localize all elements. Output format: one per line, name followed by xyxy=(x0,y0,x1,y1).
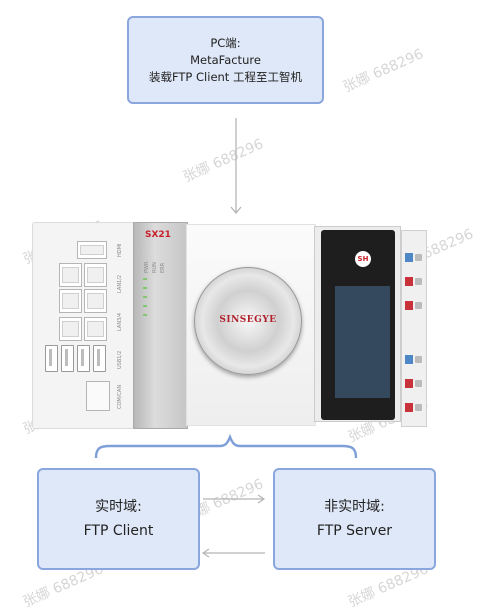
usb-port xyxy=(93,345,106,372)
lan-port xyxy=(59,289,82,313)
led-label: ERR xyxy=(160,262,166,273)
led-label: RUN xyxy=(152,262,158,273)
brand-logo-icon: SH xyxy=(355,251,371,267)
port-label: COM/CAN xyxy=(117,384,123,409)
model-label: SX21 xyxy=(145,230,171,240)
nonrealtime-domain-title: 非实时域: xyxy=(324,499,385,515)
pc-box-line3: 装载FTP Client 工程至工智机 xyxy=(149,69,302,84)
terminal-hole xyxy=(415,254,422,261)
terminal-block xyxy=(401,230,427,427)
ftp-server-label: FTP Server xyxy=(316,523,393,539)
lan-port xyxy=(59,317,82,341)
usb-port xyxy=(45,345,58,372)
status-led xyxy=(143,287,147,289)
usb-port xyxy=(61,345,74,372)
terminal-marker xyxy=(405,253,413,262)
terminal-hole xyxy=(415,380,422,387)
terminal-hole xyxy=(415,278,422,285)
pc-box-line1: PC端: xyxy=(210,35,241,50)
bracket xyxy=(94,433,358,459)
hdmi-port xyxy=(77,241,107,259)
ftp-client-label: FTP Client xyxy=(83,523,154,539)
down-arrow-head xyxy=(230,206,242,215)
com-can-port xyxy=(86,381,110,411)
terminal-hole xyxy=(415,356,422,363)
usb-port xyxy=(77,345,90,372)
port-label: HDMI xyxy=(117,243,123,257)
terminal-marker xyxy=(405,379,413,388)
realtime-domain-box: 实时域: FTP Client xyxy=(37,468,200,570)
brand-text: SINSEGYE xyxy=(219,315,277,325)
terminal-hole xyxy=(415,302,422,309)
front-panel: SINSEGYE xyxy=(186,224,316,426)
brand-knob: SINSEGYE xyxy=(194,267,302,375)
terminal-marker xyxy=(405,301,413,310)
controller-device: HDMI LAN1/2 LAN3/4 USB1/2 COM/CAN SX21 P… xyxy=(32,222,427,432)
port-label: LAN1/2 xyxy=(117,274,123,293)
status-led xyxy=(143,314,147,316)
port-label: LAN3/4 xyxy=(117,312,123,331)
terminal-marker xyxy=(405,277,413,286)
io-panel: HDMI LAN1/2 LAN3/4 USB1/2 COM/CAN xyxy=(32,222,134,429)
screen-frame: SH xyxy=(321,230,395,420)
connector-lines xyxy=(94,118,358,558)
port-label: USB1/2 xyxy=(117,350,123,369)
right-arrow-head xyxy=(257,494,266,504)
pc-box-line2: MetaFacture xyxy=(190,52,261,67)
left-arrow-head xyxy=(201,548,210,558)
pc-box: PC端: MetaFacture 装载FTP Client 工程至工智机 xyxy=(127,16,324,104)
lcd-screen xyxy=(335,286,390,398)
lan-port xyxy=(84,289,107,313)
terminal-marker xyxy=(405,355,413,364)
status-led xyxy=(143,278,147,280)
terminal-hole xyxy=(415,404,422,411)
status-led xyxy=(143,305,147,307)
status-led xyxy=(143,296,147,298)
nonrealtime-domain-box: 非实时域: FTP Server xyxy=(273,468,436,570)
status-panel: SX21 PWR RUN ERR xyxy=(133,222,188,429)
lan-port xyxy=(84,317,107,341)
led-label: PWR xyxy=(144,261,150,273)
lan-port xyxy=(59,263,82,287)
display-panel: SH xyxy=(314,226,401,422)
lan-port xyxy=(84,263,107,287)
realtime-domain-title: 实时域: xyxy=(95,499,142,515)
terminal-marker xyxy=(405,403,413,412)
